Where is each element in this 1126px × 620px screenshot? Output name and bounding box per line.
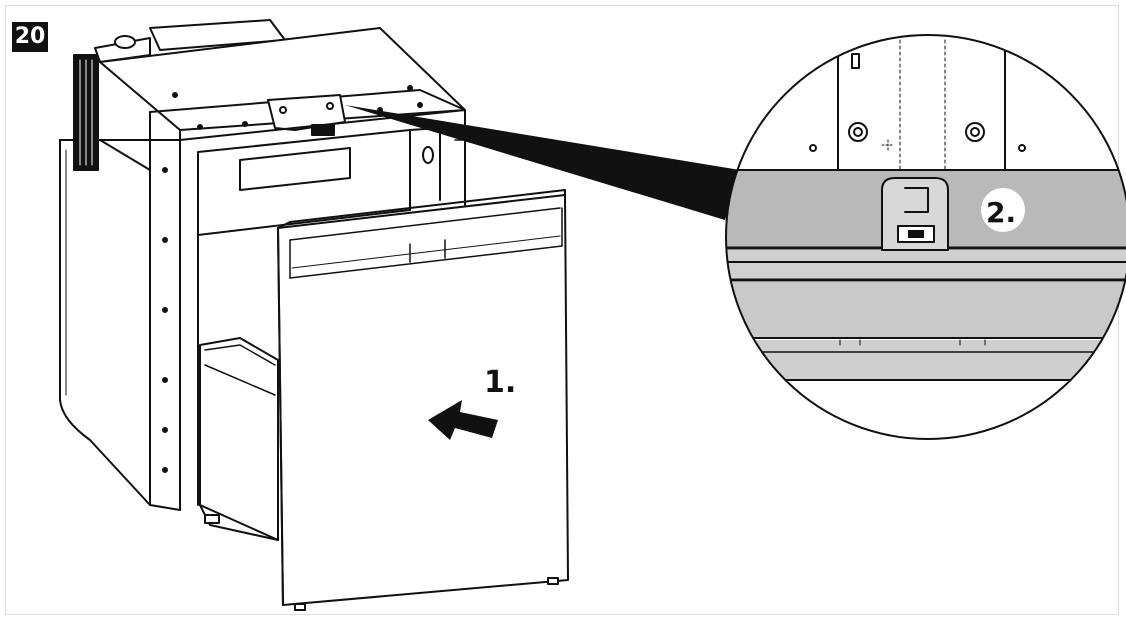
step-label-push-drawer: 1. [484, 365, 516, 400]
latch-plate [267, 94, 346, 136]
callout-beam [345, 105, 740, 220]
cabinet-front-frame [149, 109, 466, 511]
push-arrow-icon [428, 400, 498, 440]
cabinet-interior [197, 127, 466, 506]
cabinet-side-panel [59, 139, 151, 506]
step-number-badge: 20 [12, 22, 48, 52]
step-label-latch-detail: 2. [986, 196, 1016, 229]
top-compressor-unit [94, 19, 286, 63]
magnified-detail [725, 34, 1126, 440]
rear-cooling-grille [73, 54, 99, 171]
drawer-front-panel [277, 189, 569, 611]
drawer-basket [199, 337, 279, 541]
figure-frame [5, 5, 1119, 615]
